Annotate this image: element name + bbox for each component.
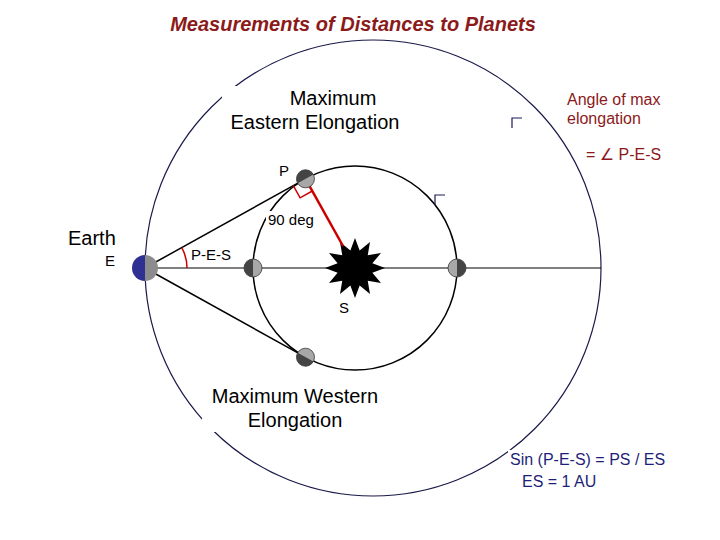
earth-disc [145, 255, 158, 281]
planet-disc [244, 259, 262, 277]
formula-text: Sin (P-E-S) = PS / ES [508, 450, 667, 469]
point-label: E [103, 252, 117, 270]
earth-label: Earth [66, 226, 118, 250]
planet-disc [297, 170, 315, 188]
formula-text: ES = 1 AU [520, 472, 598, 491]
sun-star-shape [325, 238, 385, 298]
planet-shadow [296, 170, 313, 183]
angle-label: P-E-S [189, 246, 233, 264]
elongation-label: Maximum Western Elongation [202, 384, 388, 432]
angle-note: Angle of max elongation [565, 90, 689, 128]
angle-note: = ∠ P-E-S [584, 145, 663, 164]
angle-arc [182, 248, 187, 268]
sun-star [325, 238, 385, 298]
earth-disc [132, 255, 145, 281]
planet-disc [448, 259, 466, 277]
corner-mark [512, 118, 522, 128]
planet-shadow [457, 259, 466, 277]
planet-shadow [244, 259, 253, 277]
angle-label: 90 deg [266, 211, 316, 229]
sight-line [145, 268, 306, 357]
corner-mark [435, 195, 445, 205]
planet-disc [297, 348, 315, 366]
elongation-label: Maximum Eastern Elongation [222, 86, 408, 134]
planet-shadow [296, 353, 313, 366]
sun-label: S [337, 299, 351, 317]
planet-label: P [277, 162, 291, 180]
diagram-title: Measurements of Distances to Planets [0, 12, 706, 36]
earth-orbit [145, 40, 601, 496]
